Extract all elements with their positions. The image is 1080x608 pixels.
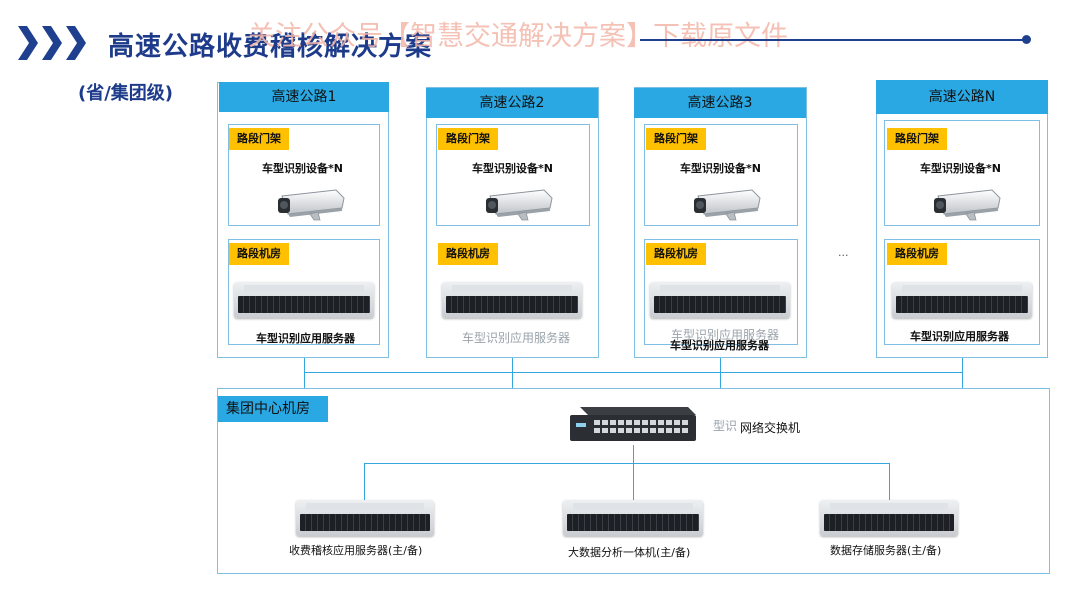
center-server-label: 收费稽核应用服务器(主/备) (289, 544, 423, 557)
room-tag: 路段机房 (646, 243, 706, 265)
gantry-tag: 路段门架 (438, 128, 498, 150)
server-label: 车型识别应用服务器 (670, 339, 769, 352)
server-icon (234, 282, 374, 318)
connector-line (962, 358, 963, 388)
connector-line (364, 463, 365, 503)
highway-title: 高速公路3 (634, 88, 806, 118)
ellipsis: ... (838, 246, 849, 259)
server-label: 车型识别应用服务器 (910, 330, 1009, 343)
gantry-tag: 路段门架 (229, 128, 289, 150)
room-tag: 路段机房 (438, 243, 498, 265)
chevron-right-icon (42, 26, 62, 60)
group-center-title: 集团中心机房 (218, 396, 328, 422)
highway-title: 高速公路2 (426, 88, 598, 118)
camera-icon (930, 186, 1004, 222)
page-subtitle: (省/集团级) (78, 83, 174, 104)
highway-title: 高速公路N (876, 80, 1048, 114)
switch-label-ghost: 型识 (713, 419, 738, 433)
chevron-right-icon (66, 26, 86, 60)
camera-label: 车型识别设备*N (472, 162, 553, 175)
server-icon (820, 500, 958, 536)
connector-line (364, 463, 889, 464)
connector-line (304, 372, 962, 373)
camera-label: 车型识别设备*N (680, 162, 761, 175)
connector-line (889, 463, 890, 503)
camera-icon (274, 186, 348, 222)
chevron-right-icon (18, 26, 38, 60)
camera-icon (482, 186, 556, 222)
gantry-tag: 路段门架 (887, 128, 947, 150)
room-tag: 路段机房 (887, 243, 947, 265)
camera-icon (690, 186, 764, 222)
server-icon (563, 500, 703, 536)
room-tag: 路段机房 (229, 243, 289, 265)
server-label: 车型识别应用服务器 (256, 332, 355, 345)
network-switch-icon (570, 407, 696, 441)
server-label-ghost: 车型识别应用服务器 (671, 328, 780, 342)
connector-line (304, 358, 305, 388)
header-rule (640, 39, 1026, 41)
switch-label: 网络交换机 (740, 421, 801, 435)
connector-line (633, 445, 634, 463)
camera-label: 车型识别设备*N (262, 162, 343, 175)
server-icon (296, 500, 434, 536)
connector-line (720, 358, 721, 388)
page-title: 高速公路收费稽核解决方案 (108, 32, 433, 62)
center-server-label: 数据存储服务器(主/备) (830, 544, 942, 557)
server-label: 车型识别应用服务器 (462, 331, 571, 345)
connector-line (633, 463, 634, 503)
center-server-label: 大数据分析一体机(主/备) (568, 546, 691, 559)
gantry-tag: 路段门架 (646, 128, 706, 150)
camera-label: 车型识别设备*N (920, 162, 1001, 175)
server-icon (442, 282, 582, 318)
header-rule-dot (1022, 35, 1031, 44)
watermark: 关注公众号【智慧交通解决方案】下载原文件 (248, 21, 788, 52)
connector-line (512, 358, 513, 388)
highway-title: 高速公路1 (219, 82, 389, 112)
server-icon (650, 282, 790, 318)
server-icon (892, 282, 1032, 318)
